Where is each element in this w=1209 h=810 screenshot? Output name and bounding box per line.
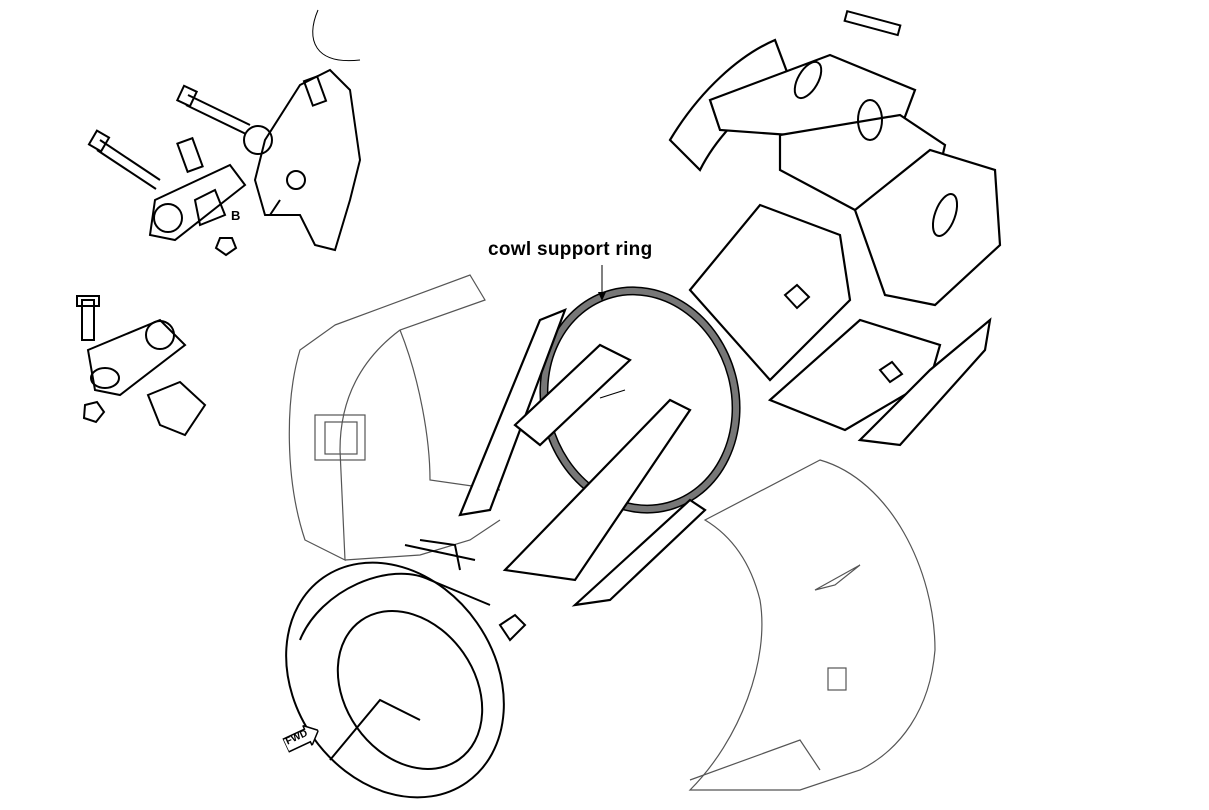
cowl-support-ring-callout: cowl support ring xyxy=(488,239,653,260)
engine-mount-assembly xyxy=(87,9,362,257)
lower-cowl-section xyxy=(688,459,936,791)
fixed-cowl-section xyxy=(288,274,501,571)
forward-arrow-icon: FWD xyxy=(281,720,323,755)
nose-cowl-ring xyxy=(285,561,527,799)
mount-clamp-assembly xyxy=(76,295,207,437)
removable-cowl-panels xyxy=(668,9,1002,447)
detail-b-label: B xyxy=(231,208,241,223)
cowl-support-ring xyxy=(458,265,741,607)
